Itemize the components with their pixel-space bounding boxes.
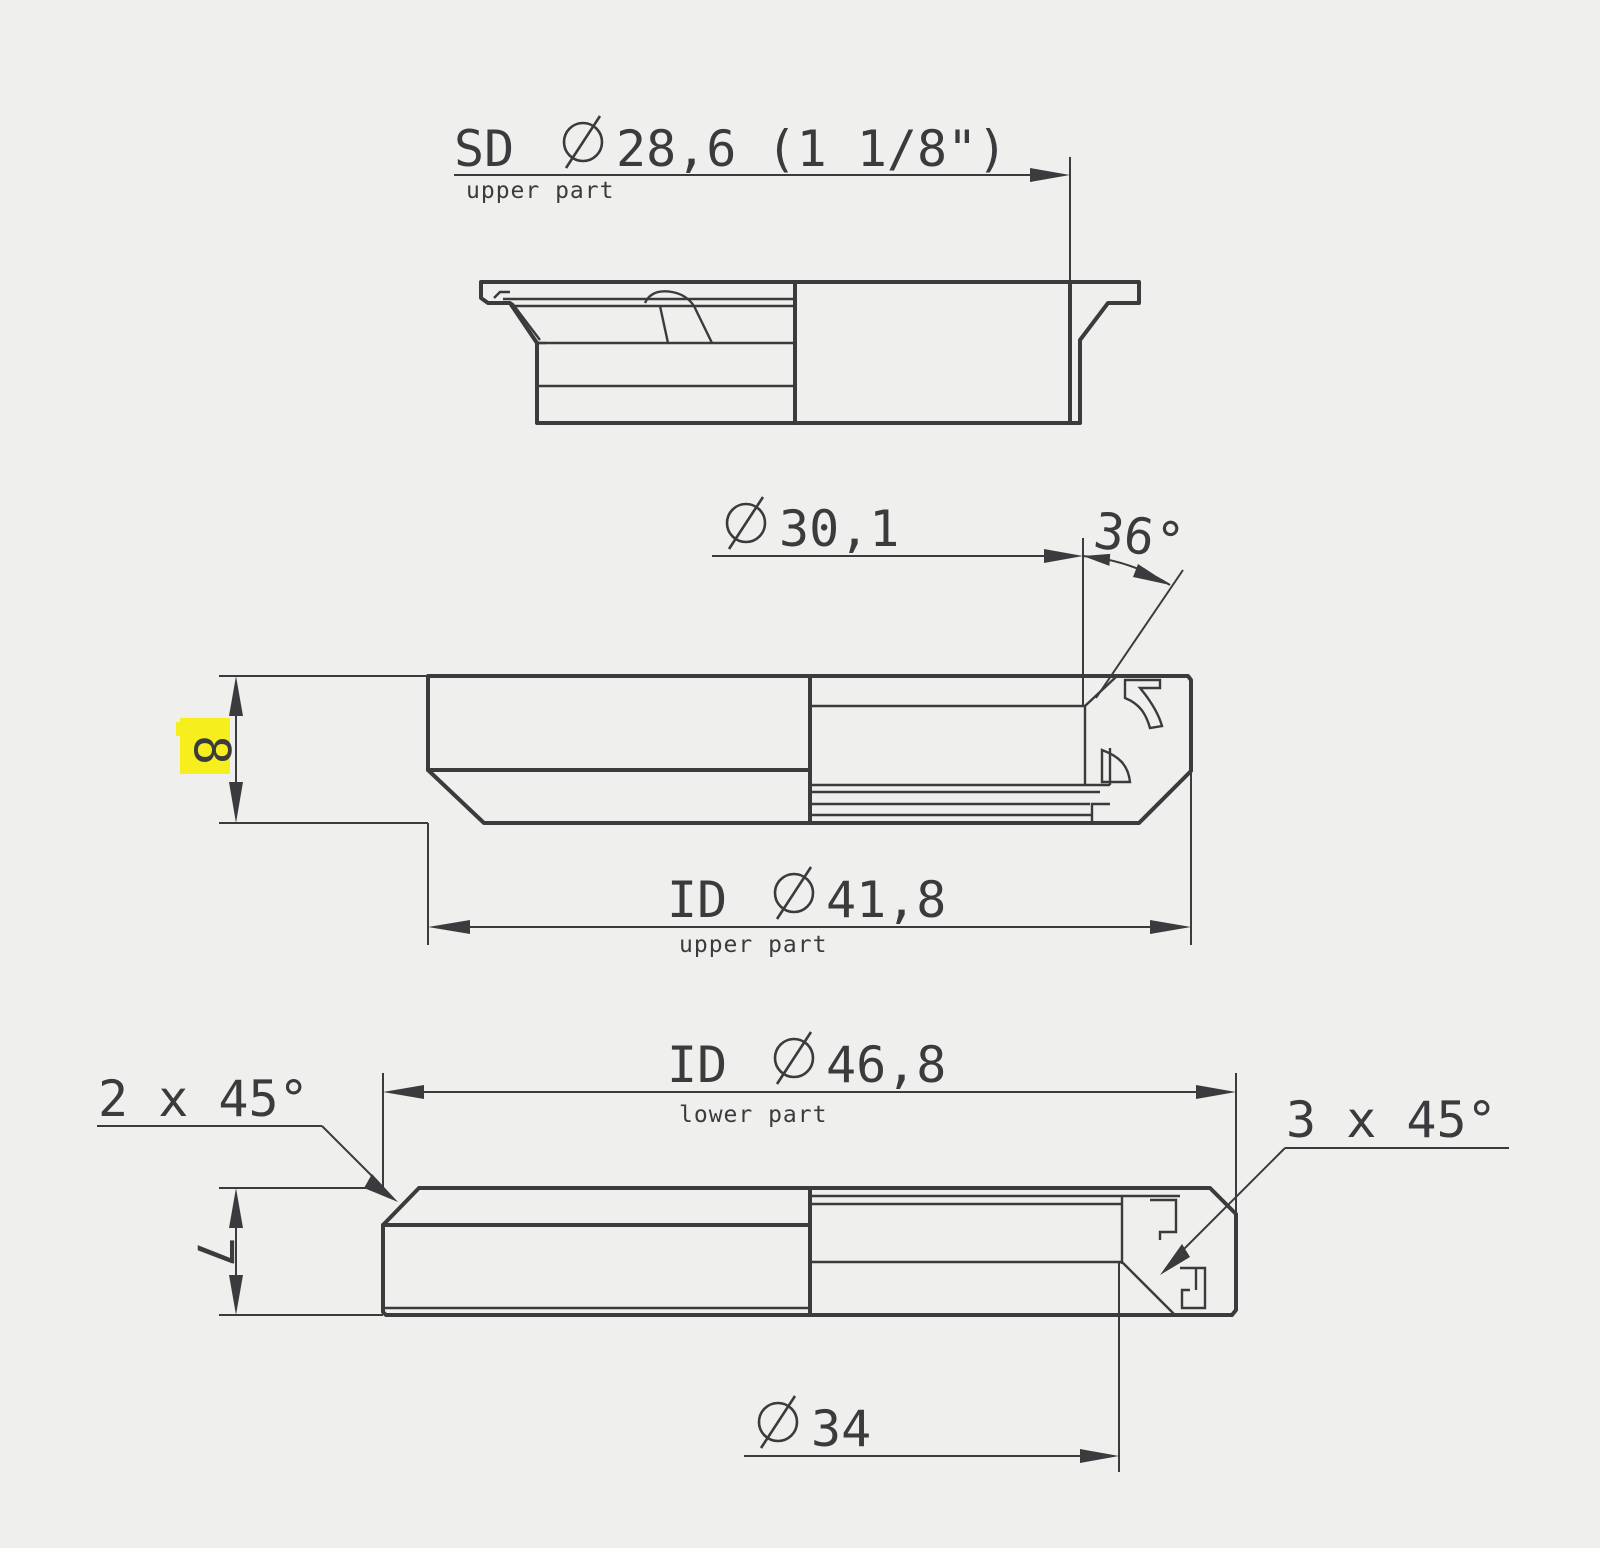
height-highlight xyxy=(180,718,230,774)
diameter-icon xyxy=(773,866,815,920)
sd-label: SD xyxy=(454,120,514,178)
upper-cup-drawing: 30,1 36° 8 xyxy=(176,496,1193,825)
left-chamfer-label: 2 x 45° xyxy=(98,1070,309,1128)
upper-id-note: upper part xyxy=(679,932,827,958)
inner-diameter-value: 30,1 xyxy=(779,500,899,558)
right-chamfer-label: 3 x 45° xyxy=(1286,1091,1497,1149)
diameter-icon xyxy=(757,1395,799,1449)
upper-cup-profile xyxy=(426,674,1193,825)
upper-height-value: 8 xyxy=(183,735,241,765)
lower-id-label: ID xyxy=(667,1036,727,1094)
upper-cup-id-dimension: ID 41,8 upper part xyxy=(427,771,1192,958)
sd-arrow xyxy=(1030,168,1070,182)
diameter-icon xyxy=(562,115,604,169)
sd-note: upper part xyxy=(466,178,614,204)
upper-id-value: 41,8 xyxy=(826,871,946,929)
lower-id-value: 46,8 xyxy=(826,1036,946,1094)
diameter-icon xyxy=(773,1031,815,1085)
diameter-icon xyxy=(725,496,767,550)
lower-cup-profile xyxy=(381,1186,1238,1317)
upper-part-profile xyxy=(479,280,1141,425)
lower-id-note: lower part xyxy=(679,1102,827,1128)
lower-cup-drawing: ID 46,8 lower part 2 x 45° 3 x 45° 7 xyxy=(97,1031,1509,1472)
lower-inner-diameter-value: 34 xyxy=(811,1400,871,1458)
lower-height-value: 7 xyxy=(186,1237,244,1267)
upper-id-label: ID xyxy=(667,871,727,929)
sd-value: 28,6 (1 1/8") xyxy=(616,120,1007,178)
upper-part-drawing: SD 28,6 (1 1/8") upper part xyxy=(454,115,1141,425)
